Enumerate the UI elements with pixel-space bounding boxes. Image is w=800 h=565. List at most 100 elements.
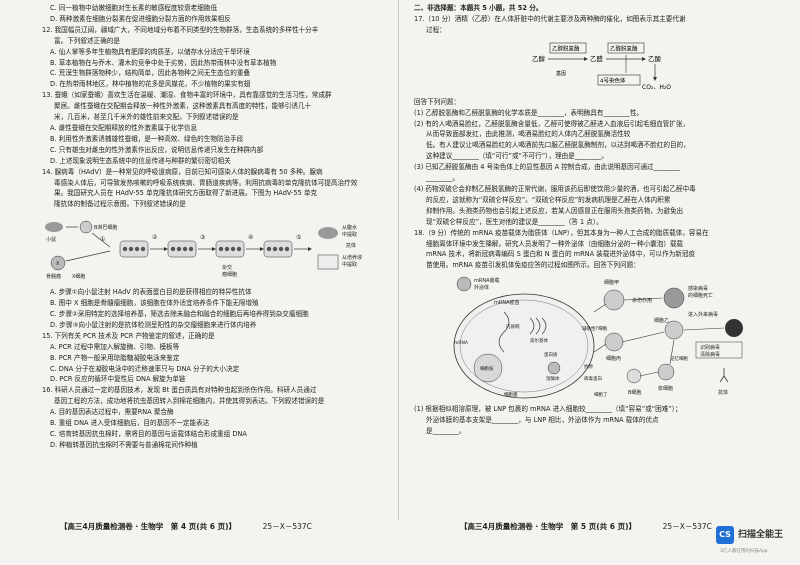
immune-figure-svg: mRNA装载外泌体mRNA疫苗内质网高尔基体细胞核溶酶体mRNA蛋白质细胞膜细胞…	[453, 276, 743, 399]
fig18-label-vaccine: mRNA疫苗	[494, 299, 520, 306]
cell-membrane-icon	[459, 300, 589, 393]
cell-dot-icon	[182, 247, 188, 252]
fig18-label-lysosome: 溶酶体	[546, 375, 560, 382]
fig14-label-ascites-2: 中提取	[342, 231, 357, 238]
flow-enzyme1: 乙醇脱氢酶	[552, 44, 580, 52]
fig18-label-golgi: 高尔基体	[530, 337, 548, 344]
page-divider	[398, 0, 399, 520]
fig14-label-culture-2: 中提取	[342, 261, 357, 268]
section-title: 二、非选择题：本题共 5 小题，共 52 分。	[414, 4, 543, 12]
text-line: B. 图中 X 细胞是骨髓瘤细胞，该细胞在体外适宜培养条件下能无限增殖	[50, 299, 259, 308]
text-line: 的反应，这就称为“双硫仑样反应”。“双硫仑样反应”的发病机理是乙醛在人体内积累	[426, 195, 671, 204]
fig18-label-enter-virus: 进入外来病毒	[688, 311, 718, 318]
fig14-label-x: X	[56, 261, 60, 267]
text-line: 抑制作用。头孢类药物也会引起上述反应，若某人因感冒正在服用头孢类药物，为避免出	[426, 206, 684, 215]
fig18-label-cell-c: 细胞丙	[606, 355, 621, 362]
text-line: (3) 已知乙醛脱氢酶由 4 号染色体上的显性基因 A 控制合成，由此说明基因可…	[414, 163, 680, 172]
scanner-watermark: CS 扫描全能王 3亿人都在用的扫描App	[716, 524, 796, 562]
q18-intro: 18.（9 分）传统的 mRNA 疫苗载体为脂质体（LNP），但其本身为一种人工…	[414, 228, 786, 272]
fig18-label-infected-1: 感染病毒	[688, 285, 708, 292]
text-line: 这种建议________（填“可行”或“不可行”），理由是________。	[426, 152, 608, 161]
text-line: 基因工程的方法，成功地将抗虫基因转入到棉花细胞内，并使其得到表达。下列叙述错误的…	[54, 397, 325, 406]
cell-dot-icon	[122, 247, 128, 252]
fig18-label-helper-t: 辅助性T细胞	[582, 325, 608, 332]
flow-acetate: 乙酸	[648, 54, 662, 63]
fig14-label-myeloma: 骨髓瘤	[46, 273, 61, 280]
text-line: (4) 药物双硫仑会抑制乙醛脱氢酶的正常代谢，服用该药后即使饮用少量的酒，也可引…	[414, 184, 696, 193]
flask-icon	[317, 254, 339, 270]
fig18-arrow	[669, 340, 675, 365]
host-cell-icon	[453, 293, 595, 399]
b-cell-icon	[626, 368, 642, 384]
text-line: A. 仙人掌等多年生植物具有肥厚的肉质茎，以储存水分适应干旱环境	[50, 47, 250, 56]
fig18-label-cell-b: 细胞乙	[654, 317, 669, 324]
flow-ethanol: 乙醇	[532, 54, 546, 63]
fig14-arrowhead	[212, 247, 216, 252]
cell-a-icon	[603, 289, 625, 311]
cell-dot-icon	[278, 247, 284, 252]
text-line: C. 荒漠生物群落物种少，结构简单，因此各物种之间无生态位的重叠	[50, 69, 251, 78]
scanner-logo-icon: CS	[716, 526, 734, 544]
infected-cell-icon	[663, 287, 685, 309]
nucleus-icon	[473, 353, 503, 383]
text-line: 15. 下列有关 PCR 技术及 PCR 产物鉴定的叙述，正确的是	[42, 331, 215, 340]
text-line: 毒感染人体后，可导致发热咳嗽的呼吸系统疾病、胃肠道疾病等。利用抗病毒的单克隆抗体…	[54, 178, 358, 187]
mouse-icon	[45, 222, 63, 233]
text-line: 16. 科研人员通过一定的基因技术，发现 Bt 蛋白质具有对特种虫起到杀伤作用。…	[42, 386, 317, 395]
fig14-label-xcell: X细胞	[72, 273, 85, 280]
fig18-arrow	[683, 327, 725, 331]
fig14-step-3: ③	[200, 234, 205, 241]
fig18-label-protein: 蛋白质	[544, 351, 558, 358]
scanner-subtitle: 3亿人都在用的扫描App	[720, 549, 768, 554]
flow-arrowhead-3	[653, 76, 657, 81]
q18-body: (1) 根据相似相溶原理，被 LNP 包裹的 mRNA 进入细胞较_______…	[414, 404, 786, 437]
exosome-icon	[456, 276, 472, 292]
fig14-arrow	[91, 232, 111, 248]
plasma-cell-icon	[657, 363, 675, 381]
cell-dot-icon	[224, 247, 230, 252]
cell-dot-icon	[272, 247, 278, 252]
text-line: D. 在热带雨林地区，林中植物的花多是风媒花，不少植物的果实有翅	[50, 80, 251, 89]
text-line: 外泌体膜的基本支架是________，与 LNP 相比，外泌体作为 mRNA 载…	[426, 416, 659, 425]
text-line: 低。有人建议让喝酒易脸红的人喝酒前先口服乙醛脱氢酶制剂，以达到喝酒不脸红的目的，	[426, 141, 690, 150]
fig14-arrow	[65, 250, 111, 262]
cell-dot-icon	[284, 247, 290, 252]
metabolism-flow-svg: 乙醇 乙醇脱氢酶 乙醛 乙醛脱氢酶 乙酸 CO₂、H₂O 4号染色体 基因	[532, 42, 671, 91]
left-footer: 【高三4月质量检测卷 · 生物学 第 4 页(共 6 页)】 25－X－537C	[60, 522, 312, 533]
right-footer-title: 【高三4月质量检测卷 · 生物学 第 5 页(共 6 页)】	[460, 522, 637, 531]
virus-icon	[725, 319, 743, 338]
culture-dish-icon	[119, 240, 149, 258]
text-line: ________。	[426, 174, 459, 183]
flow-enzyme1-box	[549, 42, 587, 54]
right-page: 二、非选择题：本题共 5 小题，共 52 分。 17.（10 分）酒精（乙醇）在…	[400, 0, 800, 565]
cell-dot-icon	[218, 247, 224, 252]
antibody-icon	[719, 368, 729, 383]
text-line: 现“双硫仑样反应”，医生对他的建议是________（答 1 点）。	[426, 217, 603, 226]
fig14-label-culture-1: 从培养液	[342, 254, 362, 261]
flow-gene1: 基因	[556, 70, 566, 77]
fig18-label-bcell: B细胞	[628, 389, 641, 396]
mouse-icon	[318, 227, 338, 240]
fig14-step-4: ④	[248, 234, 253, 241]
text-line: 聚居。雌性蚕蛾在交配期会释放一种性外激素，这种激素具有高度的特性，能够引诱几十	[54, 102, 312, 111]
fig18-label-recognize: 识别病毒	[700, 344, 720, 351]
text-line: C. 培育转基因抗虫棉时，需将目的基因与运载体结合形成重组 DNA	[50, 430, 247, 438]
cell-dot-icon	[128, 247, 134, 252]
fig14-arrowhead	[164, 247, 168, 252]
fig18-label-exosome: 外泌体	[474, 284, 489, 291]
text-line: 过程：	[426, 25, 446, 34]
flow-gene2: 4号染色体	[600, 76, 626, 84]
flow-gene-box	[597, 74, 641, 86]
cell-dot-icon	[140, 247, 146, 252]
fig18-label-viral-protein: 病毒蛋白	[584, 375, 602, 382]
text-line: D. 两种激素在细胞分裂素在促进细胞分裂方面的作用效果相反	[50, 14, 231, 23]
fig18-label-mrna-load: mRNA装载	[474, 277, 500, 284]
flow-enzyme2-box	[607, 42, 645, 54]
text-line: 17.（10 分）酒精（乙醇）在人体肝脏中的代谢主要涉及两种酶的催化，如图表示其…	[414, 14, 686, 23]
cell-dot-icon	[134, 247, 140, 252]
text-line: C. DNA 分子在凝胶电泳中的迁移速率只与 DNA 分子的大小决定	[50, 364, 240, 373]
